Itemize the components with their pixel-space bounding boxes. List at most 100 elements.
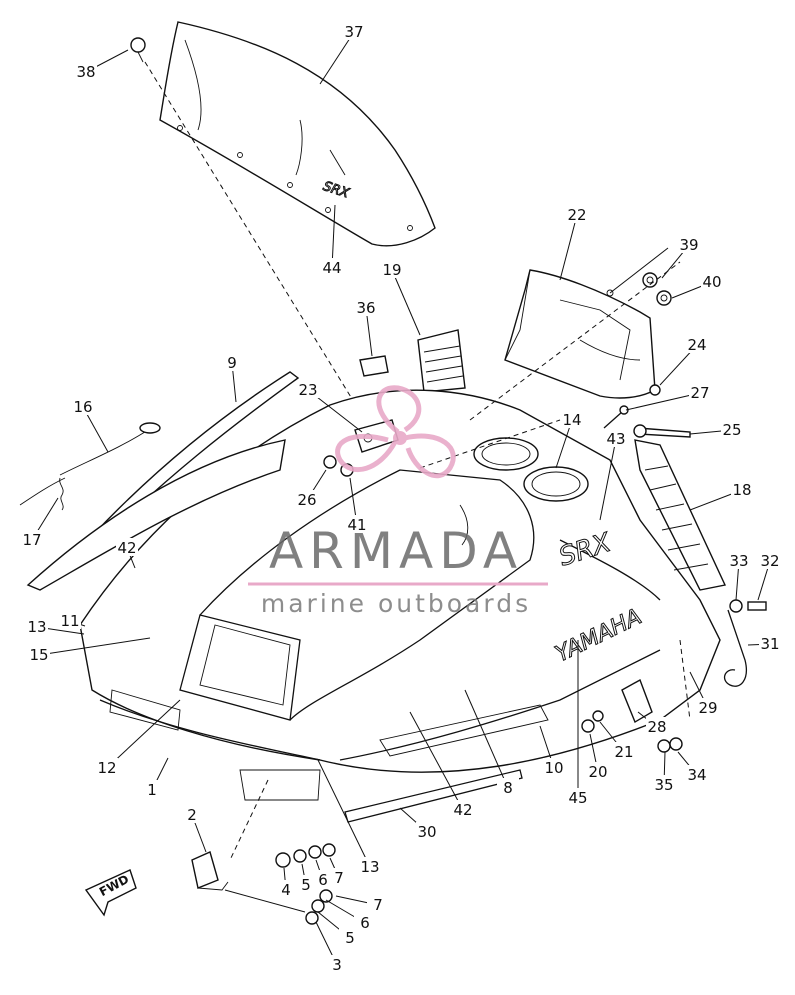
part-label-bg	[141, 780, 163, 798]
leader-line	[391, 269, 421, 336]
part-label-bg	[343, 22, 365, 40]
part-label-bg	[416, 822, 438, 840]
bolt-32	[747, 601, 767, 611]
fwd-arrow: FWD	[84, 869, 137, 917]
part-label: 16	[73, 398, 92, 416]
part-label-bg	[328, 868, 350, 886]
part-label: 38	[76, 63, 95, 81]
leader-line	[559, 214, 578, 281]
leader-line	[599, 438, 617, 521]
part-label-bg	[359, 857, 381, 875]
part-label-bg	[346, 515, 368, 533]
part-label-bg	[96, 758, 118, 776]
vent-14-right	[523, 466, 589, 502]
part-label-bg	[355, 298, 377, 316]
part-label-bg	[613, 742, 635, 760]
part-label: 20	[588, 763, 607, 781]
part-label-bg	[686, 765, 708, 783]
nut-34	[669, 737, 683, 751]
part-label: 22	[567, 206, 586, 224]
part-label: 42	[453, 801, 472, 819]
leader-line	[331, 204, 336, 269]
part-label: 14	[562, 411, 581, 429]
part-label: 11	[60, 612, 79, 630]
part-label-bg	[605, 429, 627, 447]
part-label-bg	[367, 895, 389, 913]
part-label: 40	[702, 273, 721, 291]
part-label: 13	[360, 858, 379, 876]
part-label: 41	[347, 516, 366, 534]
part-label-bg	[321, 258, 343, 276]
part-label-bg	[381, 260, 403, 278]
leader-line	[38, 637, 151, 656]
part-label-bg	[297, 380, 319, 398]
part-label: 3	[332, 956, 342, 974]
part-label-bg	[59, 611, 81, 629]
part-label: 21	[614, 743, 633, 761]
part-label: 23	[298, 381, 317, 399]
nut-39	[642, 272, 658, 288]
part-label-bg	[275, 880, 297, 898]
leader-line	[319, 31, 355, 85]
leader-line	[409, 711, 464, 811]
part-label: 31	[760, 635, 779, 653]
part-label: 43	[606, 430, 625, 448]
part-label: 32	[760, 552, 779, 570]
leader-line	[106, 699, 181, 769]
washer-33	[729, 599, 743, 613]
part-label-bg	[116, 538, 138, 556]
bracket-2	[191, 851, 306, 913]
part-label-bg	[354, 913, 376, 931]
part-label: 6	[360, 914, 370, 932]
part-label-bg	[21, 530, 43, 548]
part-label: 35	[654, 776, 673, 794]
part-label: 26	[297, 491, 316, 509]
part-label: 7	[373, 896, 383, 914]
part-label: 37	[344, 23, 363, 41]
part-label: 6	[318, 871, 328, 889]
part-label-bg	[72, 397, 94, 415]
part-label-bg	[567, 788, 589, 806]
part-label-bg	[452, 800, 474, 818]
part-label: 15	[29, 646, 48, 664]
part-label: 17	[22, 531, 41, 549]
part-label: 36	[356, 299, 375, 317]
part-label-bg	[497, 778, 519, 796]
part-label: 28	[647, 718, 666, 736]
leader-line	[625, 392, 701, 411]
part-label-bg	[689, 383, 711, 401]
part-label: 34	[687, 766, 706, 784]
part-label-bg	[28, 645, 50, 663]
part-label-bg	[653, 775, 675, 793]
part-label: 25	[722, 421, 741, 439]
part-label-bg	[295, 875, 317, 893]
nut-35	[657, 739, 671, 753]
leader-line	[317, 759, 371, 868]
part-label: 2	[187, 806, 197, 824]
part-label-bg	[339, 928, 361, 946]
bracket-28	[621, 678, 653, 724]
part-label: 33	[729, 552, 748, 570]
watermark-subtitle: marine outboards	[261, 589, 531, 618]
part-label-bg	[543, 758, 565, 776]
leader-line	[464, 689, 509, 789]
part-label: 39	[679, 236, 698, 254]
part-label: 9	[227, 354, 237, 372]
part-label: 13	[27, 618, 46, 636]
part-label-bg	[296, 490, 318, 508]
part-label-bg	[731, 480, 753, 498]
part-label-bg	[75, 62, 97, 80]
part-label: 27	[690, 384, 709, 402]
part-label-bg	[326, 955, 348, 973]
nut-26	[323, 455, 337, 469]
vent-14-left	[473, 437, 539, 471]
grille-19	[417, 329, 466, 393]
side-trim-11	[26, 439, 286, 591]
part-36	[359, 355, 389, 377]
part-label-bg	[759, 551, 781, 569]
dashed-assembly-lines	[229, 261, 691, 861]
part-label-bg	[701, 272, 723, 290]
